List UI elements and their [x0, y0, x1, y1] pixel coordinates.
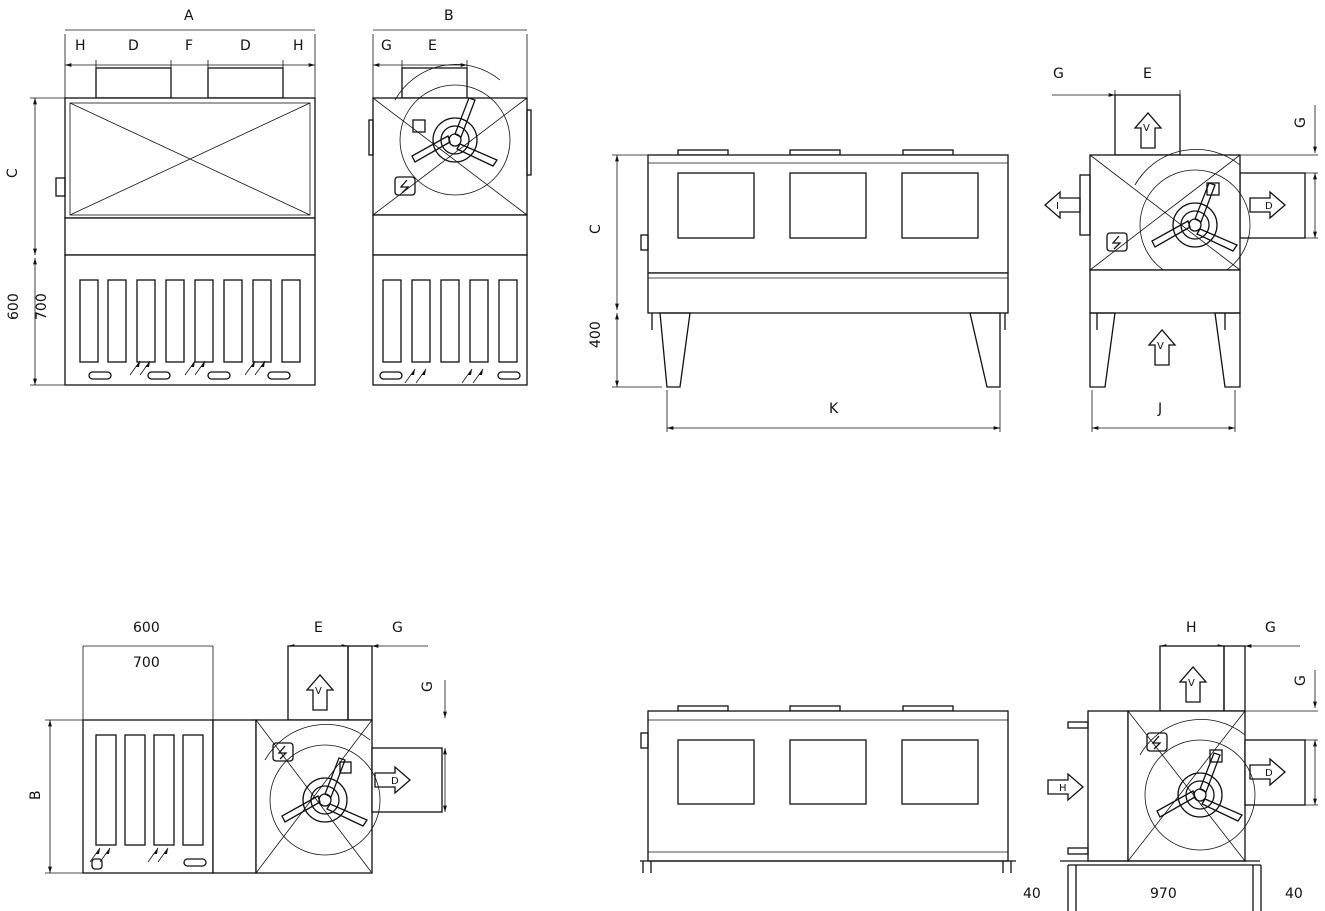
dim-label-d-right: D — [240, 38, 251, 54]
dim-label-e: E — [428, 38, 437, 54]
side-view-with-legs: G E V G E D I V — [1044, 66, 1318, 432]
dim-label-b-2: B — [28, 790, 44, 800]
dim-label-e-3: E — [1143, 66, 1152, 82]
dim-label-d-left: D — [128, 38, 139, 54]
top-view: 600 700 E G G E B V D — [28, 620, 447, 874]
airflow-label-v-top-view: V — [315, 686, 322, 697]
dim-label-g-8: G — [1293, 675, 1309, 686]
dim-label-j: J — [1157, 401, 1162, 417]
airflow-label-d-side-base: D — [1265, 768, 1273, 779]
dim-label-40-left: 40 — [1023, 886, 1041, 902]
dim-label-g-5: G — [392, 620, 403, 636]
dim-label-g-4: G — [1293, 117, 1309, 128]
top-louvers — [95, 734, 204, 846]
dim-label-c: C — [5, 168, 21, 178]
dim-label-h-left: H — [75, 38, 86, 54]
side-view-base: H G G E V D H 40 970 — [1023, 620, 1318, 911]
dim-label-g-7: G — [1265, 620, 1276, 636]
dim-label-h-right: H — [293, 38, 304, 54]
dim-label-a: A — [184, 8, 194, 24]
front-view: A H D F D H C 600 700 — [5, 8, 316, 386]
dim-label-g-6: G — [420, 681, 436, 692]
dim-label-g-3: G — [1053, 66, 1064, 82]
dim-label-g: G — [381, 38, 392, 54]
airflow-label-d-right: D — [1265, 201, 1273, 212]
side-view: B G E — [368, 8, 532, 386]
dim-label-700-top: 700 — [133, 655, 160, 671]
airflow-label-v-bottom: V — [1157, 341, 1164, 352]
airflow-label-d-top-view: D — [391, 776, 399, 787]
dim-label-b: B — [444, 8, 454, 24]
dim-label-h-7: H — [1186, 620, 1197, 636]
airflow-label-v-side-base: V — [1188, 678, 1195, 689]
dim-label-40-right: 40 — [1285, 886, 1303, 902]
dim-label-400: 400 — [588, 321, 604, 348]
long-front-view: C 400 K — [588, 149, 1009, 432]
airflow-label-v-top: V — [1143, 123, 1150, 134]
airflow-label-i-left: I — [1056, 201, 1059, 212]
dim-label-970: 970 — [1150, 886, 1177, 902]
dim-label-k: K — [829, 401, 839, 417]
long-front-view-base — [640, 705, 1016, 873]
dim-label-f: F — [185, 38, 193, 54]
dim-label-c-2: C — [588, 224, 604, 234]
dim-label-e-5: E — [314, 620, 323, 636]
dim-label-700: 700 — [34, 293, 50, 320]
dim-label-600: 600 — [6, 293, 22, 320]
dim-label-600-top: 600 — [133, 620, 160, 636]
airflow-label-h-side-base: H — [1059, 783, 1067, 794]
